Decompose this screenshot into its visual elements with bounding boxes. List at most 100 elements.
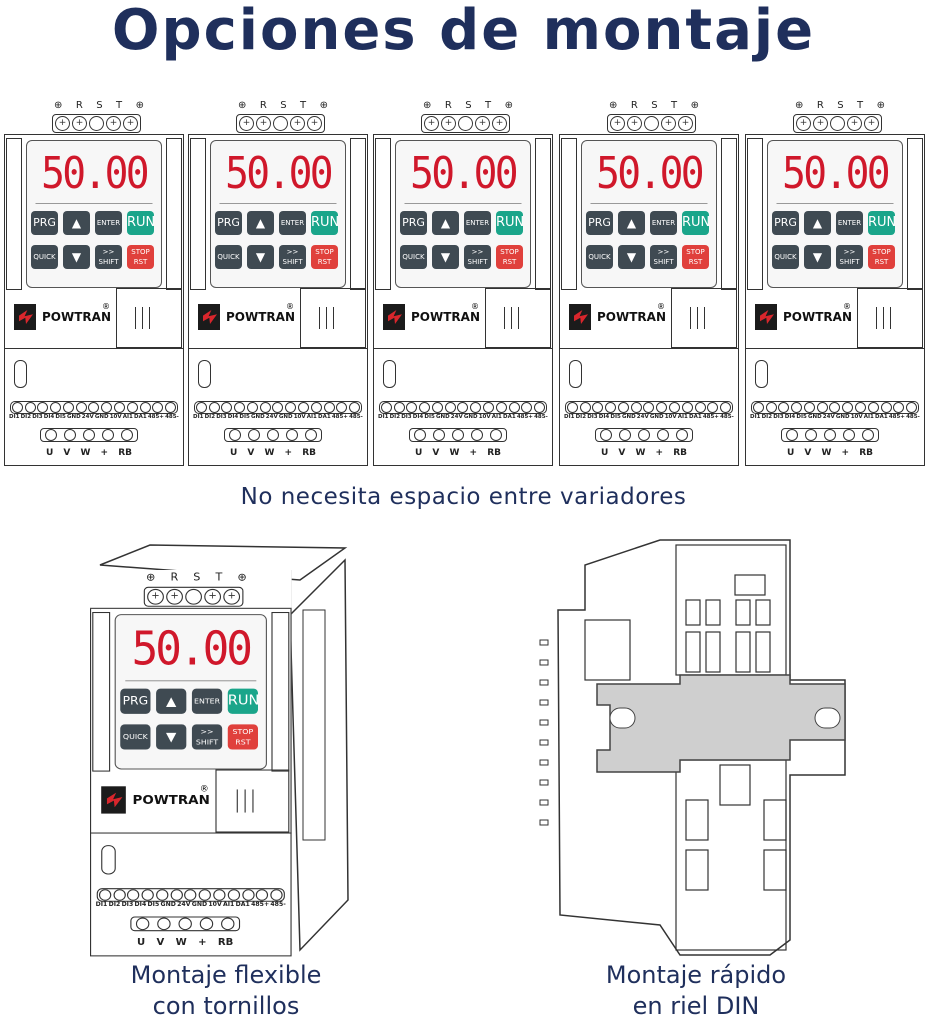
prg-key[interactable]: PRG [31,211,58,235]
powtran-logo [755,304,777,330]
run-key[interactable]: RUN [127,211,155,235]
shift-key[interactable]: >>SHIFT [95,245,122,269]
registered-mark: ® [102,302,110,311]
terminal-label: 485- [720,414,734,420]
down-key[interactable]: ▼ [432,245,459,269]
run-key[interactable]: RUN [868,211,896,235]
down-key[interactable]: ▼ [618,245,645,269]
quick-key[interactable]: QUICK [120,724,151,750]
terminal-label: AI1 [491,414,502,420]
quick-key[interactable]: QUICK [400,245,427,269]
terminal-label: DI5 [610,414,621,420]
terminal-label: W [635,448,646,458]
down-key[interactable]: ▼ [247,245,274,269]
stop-label: STOP [232,727,254,736]
up-key[interactable]: ▲ [804,211,831,235]
terminal-label: W [264,448,275,458]
terminal-label: RB [859,448,873,458]
terminal-label: S [193,572,201,584]
prg-key[interactable]: PRG [400,211,427,235]
terminal-label: + [469,448,478,458]
caption-line: en riel DIN [632,992,760,1020]
run-key[interactable]: RUN [227,688,259,714]
down-key[interactable]: ▼ [63,245,90,269]
side-rail [535,138,551,290]
relay-terminal [198,360,211,388]
run-key[interactable]: RUN [682,211,710,235]
terminal-label: GND [66,414,81,420]
terminal-label: V [247,448,255,458]
shift-key[interactable]: >>SHIFT [464,245,491,269]
down-key[interactable]: ▼ [804,245,831,269]
enter-key[interactable]: ENTER [279,211,306,235]
terminal-label: DI5 [796,414,807,420]
terminal-cover [215,769,290,833]
side-rail [166,138,182,290]
side-rail [190,138,206,290]
terminal-label: 24V [450,414,463,420]
quick-key[interactable]: QUICK [586,245,613,269]
keypad-panel: 50.00 PRG ▲ ENTER RUN QUICK ▼ >>SHIFT ST… [26,140,162,288]
terminal-label: GND [94,414,109,420]
up-key[interactable]: ▲ [618,211,645,235]
rst-label: RST [133,258,148,266]
up-key[interactable]: ▲ [247,211,274,235]
shift-key[interactable]: >>SHIFT [279,245,306,269]
terminal-label: DI5 [147,901,160,909]
terminal-label: DI2 [389,414,401,420]
run-key[interactable]: RUN [311,211,339,235]
enter-key[interactable]: ENTER [191,688,223,714]
vent-slots [539,639,549,826]
registered-mark: ® [471,302,479,311]
terminal-label: 485- [270,901,286,909]
shift-key[interactable]: >>SHIFT [836,245,863,269]
terminal-label: V [804,448,812,458]
up-key[interactable]: ▲ [63,211,90,235]
terminal-label: W [80,448,91,458]
prg-key[interactable]: PRG [772,211,799,235]
inverter-device: ⊕ R S T ⊕ ++++ 50.00 PRG ▲ ENTER RUN QUI… [559,98,739,466]
power-terminal-strip [409,428,507,442]
quick-key[interactable]: QUICK [215,245,242,269]
enter-key[interactable]: ENTER [650,211,677,235]
screw-icon: + [661,116,676,131]
terminal-cover [116,288,182,348]
shift-key[interactable]: >>SHIFT [650,245,677,269]
quick-key[interactable]: QUICK [31,245,58,269]
prg-key[interactable]: PRG [215,211,242,235]
terminal-label: DI2 [575,414,587,420]
shift-key-label: SHIFT [839,258,860,266]
terminal-label: + [198,937,207,949]
enter-key[interactable]: ENTER [464,211,491,235]
run-key[interactable]: RUN [496,211,524,235]
down-key[interactable]: ▼ [156,724,187,750]
terminal-label: GND [649,414,664,420]
prg-key[interactable]: PRG [120,688,151,714]
terminal-label: DI4 [43,414,55,420]
enter-key[interactable]: ENTER [95,211,122,235]
terminal-label: R [259,100,267,111]
relay-terminal [14,360,27,388]
screw-icon: + [166,588,183,605]
side-rail [721,138,737,290]
terminal-label: GND [807,414,822,420]
terminal-label: DI2 [108,901,121,909]
up-key[interactable]: ▲ [432,211,459,235]
prg-key[interactable]: PRG [586,211,613,235]
shift-key[interactable]: >>SHIFT [191,724,223,750]
terminal-label: ⊕ [146,572,156,584]
quick-key[interactable]: QUICK [772,245,799,269]
enter-key[interactable]: ENTER [836,211,863,235]
side-rail [92,612,111,772]
up-key[interactable]: ▲ [156,688,187,714]
terminal-label: DA1 [689,414,702,420]
